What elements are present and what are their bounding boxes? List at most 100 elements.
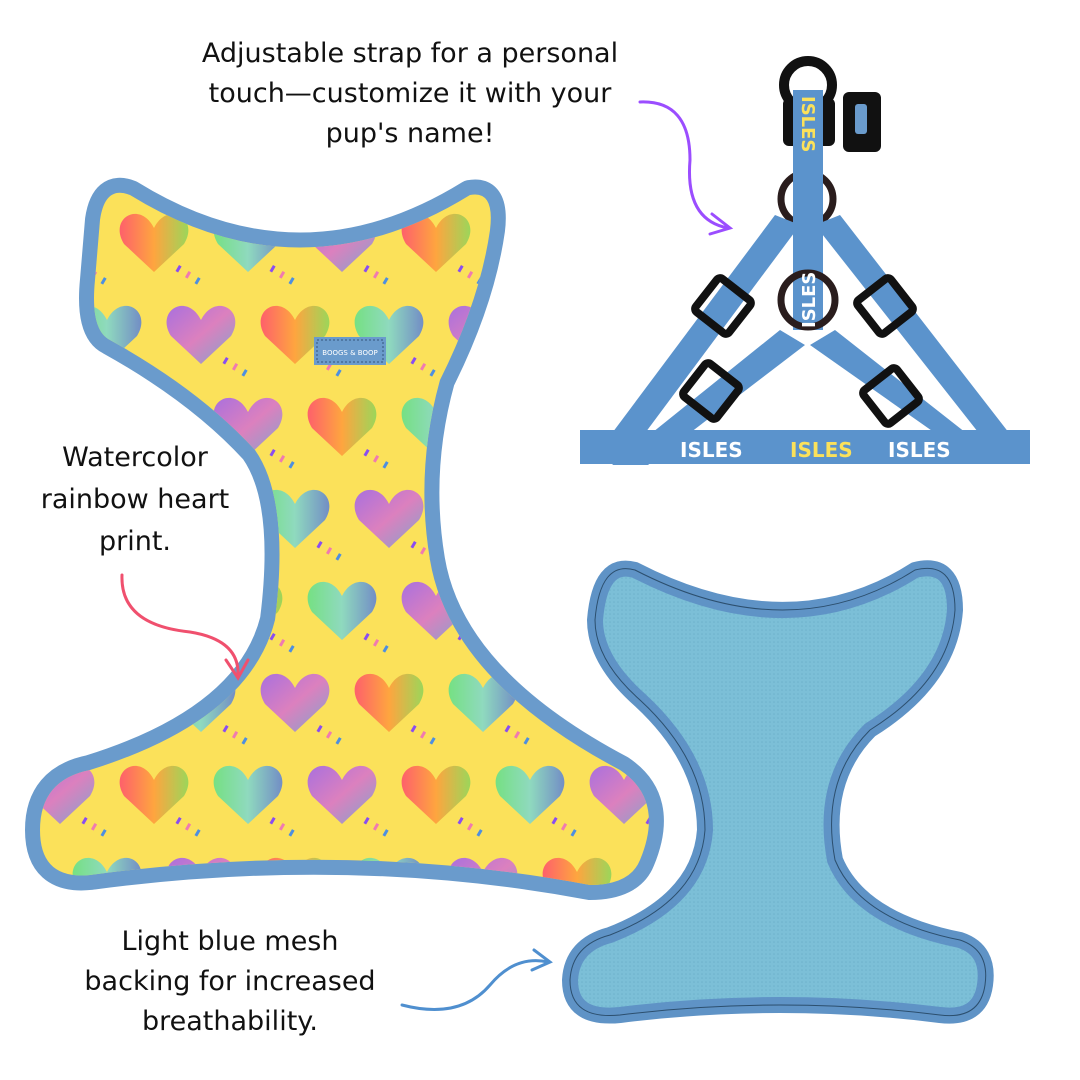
dot-mark xyxy=(551,448,558,457)
heart-mark xyxy=(401,213,471,272)
dot-mark xyxy=(373,271,380,279)
dot-mark xyxy=(128,725,135,733)
dot-mark xyxy=(288,829,295,837)
dot-mark xyxy=(363,265,370,273)
strap-harness: ISLES ISLES ISLES ISLES ISLES xyxy=(580,56,1030,465)
dot-mark xyxy=(551,633,558,641)
dot-mark xyxy=(476,829,483,837)
heart-mark xyxy=(119,765,189,824)
dot-mark xyxy=(420,363,427,371)
dot-mark xyxy=(702,547,708,555)
dot-mark xyxy=(420,731,427,739)
dot-mark xyxy=(457,449,464,457)
dot-mark xyxy=(504,725,511,733)
dot-mark xyxy=(645,817,649,825)
dot-mark xyxy=(81,633,88,641)
dot-mark xyxy=(81,817,88,825)
dot-mark xyxy=(269,449,276,457)
dot-mark xyxy=(279,455,286,463)
dot-mark xyxy=(514,915,520,923)
dot-mark xyxy=(194,645,201,653)
dot-mark xyxy=(326,731,333,739)
dot-mark xyxy=(665,277,671,285)
dot-mark xyxy=(570,277,577,285)
dot-mark xyxy=(514,363,521,371)
heart-mark xyxy=(495,765,565,824)
mesh-annotation: Light blue mesh backing for increased br… xyxy=(60,922,400,1042)
dot-mark xyxy=(410,725,417,733)
dot-mark xyxy=(185,823,192,831)
dot-mark xyxy=(476,461,483,469)
dot-mark xyxy=(382,461,389,469)
heart-mark xyxy=(495,581,565,640)
heart-mark xyxy=(354,305,424,364)
heart-mark xyxy=(448,489,518,548)
annotation-line: Watercolor xyxy=(62,442,208,473)
dot-mark xyxy=(617,369,624,377)
dot-mark xyxy=(570,461,577,469)
dot-mark xyxy=(504,357,511,365)
dot-mark xyxy=(194,277,201,285)
dot-mark xyxy=(570,829,577,837)
dot-mark xyxy=(335,369,342,377)
heart-mark xyxy=(260,305,330,364)
brand-label-text: BOOGS & BOOP xyxy=(322,349,377,357)
dot-mark xyxy=(279,823,286,831)
dot-mark xyxy=(326,547,333,555)
dot-mark xyxy=(617,553,624,561)
dot-mark xyxy=(514,547,521,555)
dot-mark xyxy=(363,817,370,825)
dot-mark xyxy=(523,553,530,561)
strap-name-text: ISLES xyxy=(680,438,743,462)
heart-mark xyxy=(260,673,330,732)
dot-mark xyxy=(411,909,417,917)
heart-mark xyxy=(636,490,649,548)
dot-mark xyxy=(796,363,802,371)
dot-mark xyxy=(100,277,107,285)
dot-mark xyxy=(787,541,793,549)
dot-mark xyxy=(712,553,718,561)
dot-mark xyxy=(429,369,436,377)
strap-name-text: ISLES xyxy=(799,272,820,328)
heart-mark xyxy=(307,581,377,640)
dot-mark xyxy=(232,363,239,371)
heart-mark xyxy=(213,397,283,456)
dot-mark xyxy=(504,541,511,549)
dot-mark xyxy=(269,817,276,825)
dot-mark xyxy=(372,455,380,463)
heart-mark xyxy=(495,397,565,456)
dot-mark xyxy=(467,823,474,831)
dot-mark xyxy=(524,921,530,929)
heart-mark xyxy=(213,765,283,824)
strap-name-text: ISLES xyxy=(888,438,951,462)
dot-mark xyxy=(796,547,802,555)
dot-mark xyxy=(551,817,558,825)
heart-mark xyxy=(401,765,471,824)
dot-mark xyxy=(316,725,323,733)
dot-mark xyxy=(505,909,511,917)
dot-mark xyxy=(222,357,229,365)
dot-mark xyxy=(655,271,661,279)
dot-mark xyxy=(467,271,474,279)
dot-mark xyxy=(279,639,286,647)
mesh-harness xyxy=(562,560,994,1024)
dot-mark xyxy=(100,829,107,837)
heart-mark xyxy=(495,213,565,272)
dot-mark xyxy=(100,645,107,653)
dot-mark xyxy=(806,369,812,377)
dot-mark xyxy=(560,639,568,647)
heart-mark xyxy=(119,213,189,272)
dot-mark xyxy=(429,737,436,745)
strap-annotation: Adjustable strap for a personal touch—cu… xyxy=(180,34,640,154)
dot-mark xyxy=(269,633,276,641)
arrow-to-mesh xyxy=(400,948,553,1011)
annotation-line: Light blue mesh xyxy=(121,926,339,957)
dot-mark xyxy=(288,277,295,285)
annotation-line: touch—customize it with your xyxy=(208,78,612,109)
dot-mark xyxy=(430,921,436,929)
dot-mark xyxy=(185,639,192,647)
dot-mark xyxy=(806,553,812,561)
dot-mark xyxy=(223,909,229,917)
heart-mark xyxy=(542,489,612,548)
